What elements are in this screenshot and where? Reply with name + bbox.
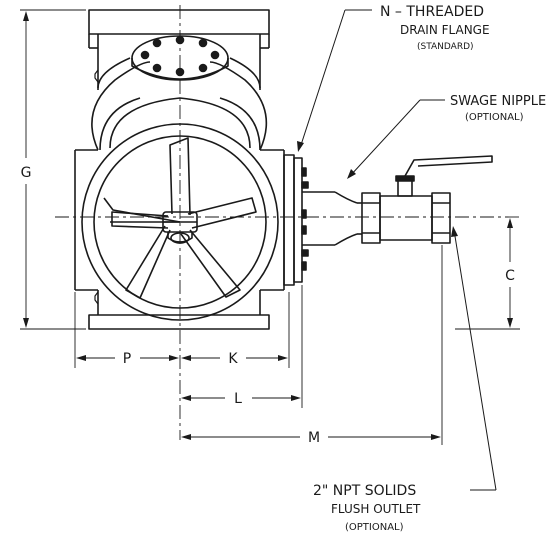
drain-flange-note: (STANDARD) [417, 42, 474, 52]
dimension-k-label: K [228, 351, 238, 367]
dimension-l-label: L [234, 391, 242, 407]
swage-nipple-note: (OPTIONAL) [465, 112, 524, 123]
dimension-g-label: G [21, 165, 32, 181]
swage-nipple [302, 191, 362, 246]
arrowheads [23, 11, 513, 440]
extension-lines [20, 9, 520, 445]
dimension-p-label: P [123, 351, 131, 367]
handwheel [81, 123, 279, 321]
drain-flange [283, 154, 309, 286]
drain-flange-title: N – THREADED [380, 4, 484, 20]
flush-outlet-note: (OPTIONAL) [345, 522, 404, 533]
valve-body [74, 57, 285, 330]
flush-outlet-subtitle: FLUSH OUTLET [331, 502, 421, 516]
dimension-m-label: M [308, 430, 320, 446]
ball-valve [361, 155, 493, 244]
swage-nipple-title: SWAGE NIPPLE [450, 94, 546, 109]
flush-outlet-title: 2" NPT SOLIDS [313, 483, 416, 499]
top-flange [88, 9, 270, 90]
dimension-lines [25, 14, 511, 438]
dimension-c-label: C [505, 268, 515, 284]
center-lines [55, 5, 520, 440]
leader-lines [299, 9, 497, 491]
drain-flange-subtitle: DRAIN FLANGE [400, 23, 490, 37]
